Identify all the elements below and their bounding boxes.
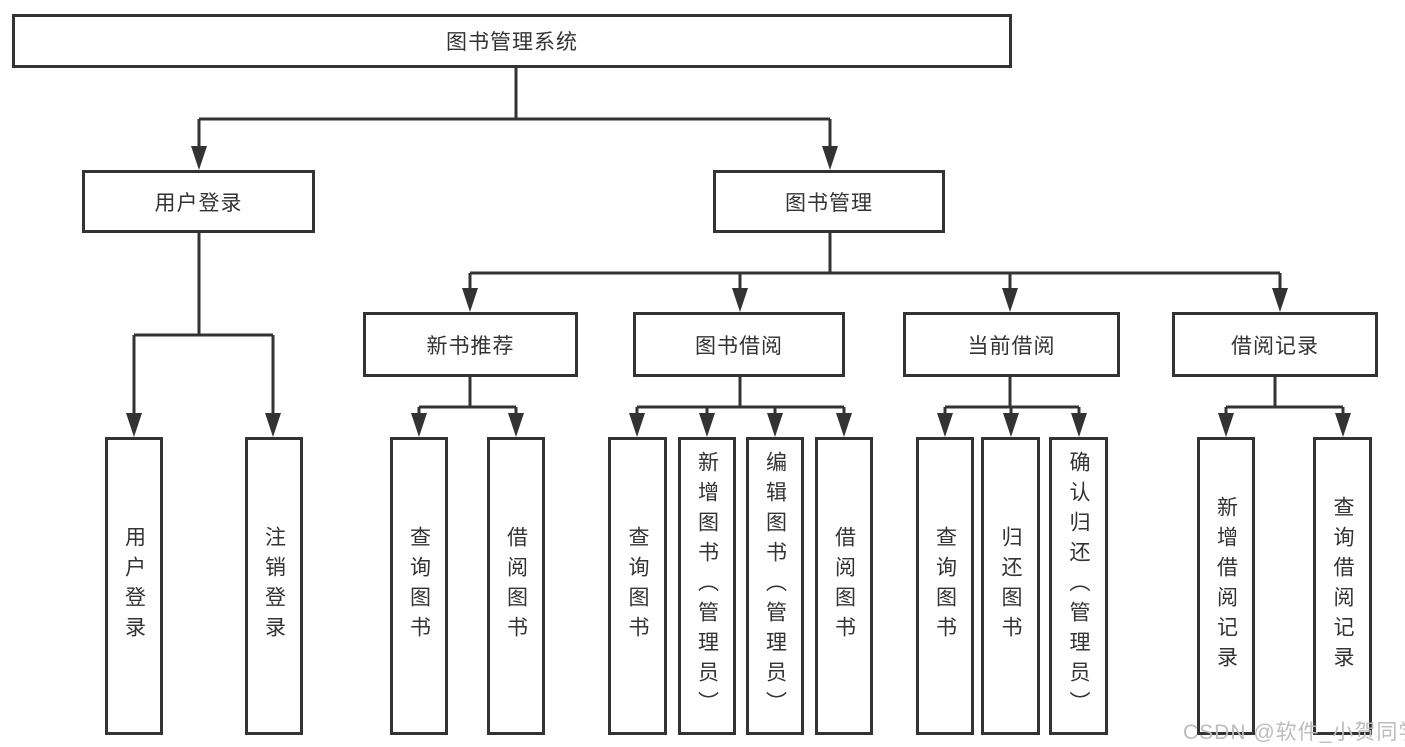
leaf-borrow-books-recommend: 借阅图书 — [487, 437, 545, 735]
node-book-borrow: 图书借阅 — [633, 312, 845, 377]
leaf-add-borrow-record: 新增借阅记录 — [1197, 437, 1255, 735]
leaf-query-books-current: 查询图书 — [916, 437, 974, 735]
leaf-edit-books-admin: 编辑图书（管理员） — [746, 437, 804, 735]
watermark: CSDN @软件_小贺同学 — [1183, 721, 1405, 744]
leaf-return-books: 归还图书 — [981, 437, 1040, 735]
node-user-login: 用户登录 — [82, 170, 315, 233]
leaf-logout: 注销登录 — [245, 437, 303, 735]
node-borrow-records: 借阅记录 — [1172, 312, 1378, 377]
arrowheads — [126, 146, 1351, 437]
node-book-management: 图书管理 — [713, 170, 945, 233]
leaf-user-login: 用户登录 — [105, 437, 163, 735]
leaf-query-books-recommend: 查询图书 — [390, 437, 448, 735]
node-current-borrow: 当前借阅 — [903, 312, 1120, 377]
leaf-query-books-borrow: 查询图书 — [608, 437, 667, 735]
leaf-confirm-return-admin: 确认归还（管理员） — [1049, 437, 1108, 735]
node-new-book-recommend: 新书推荐 — [363, 312, 578, 377]
leaf-query-borrow-record: 查询借阅记录 — [1313, 437, 1372, 735]
leaf-add-books-admin: 新增图书（管理员） — [678, 437, 736, 735]
leaf-borrow-books: 借阅图书 — [815, 437, 873, 735]
node-library-management-system: 图书管理系统 — [12, 14, 1012, 68]
